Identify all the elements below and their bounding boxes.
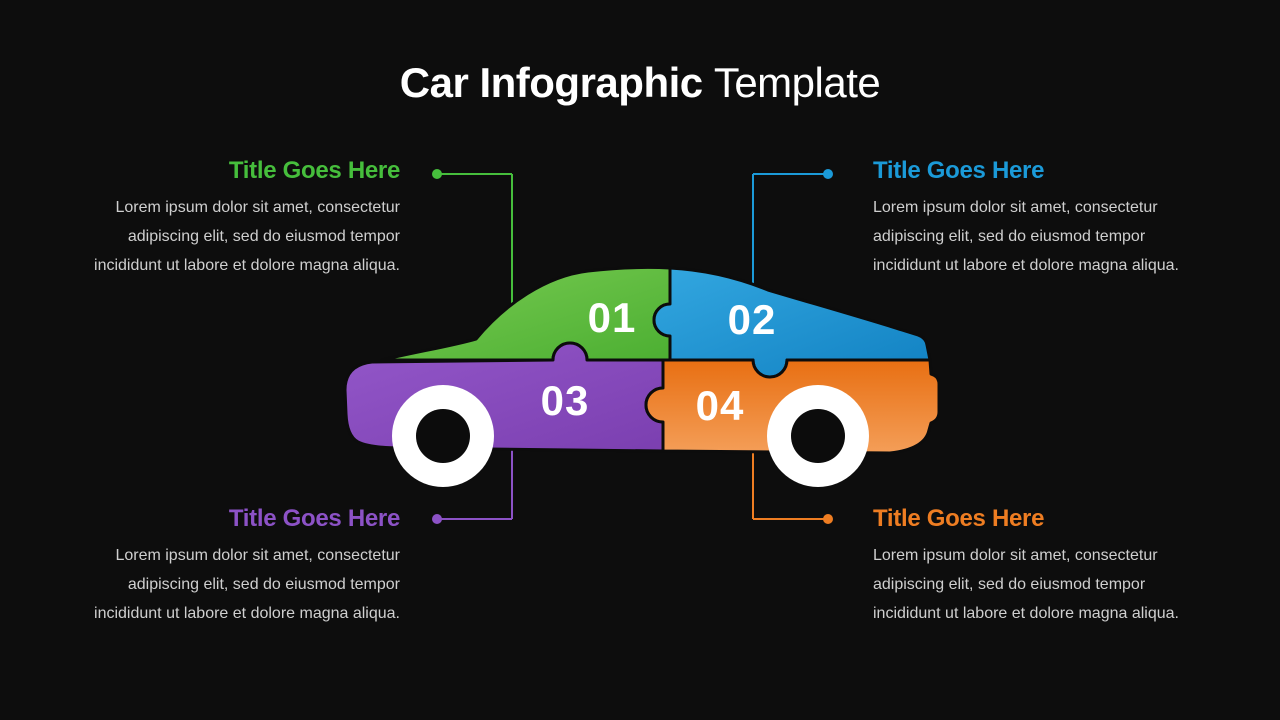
body-line: Lorem ipsum dolor sit amet, consectetur [873, 199, 1158, 216]
body-line: incididunt ut labore et dolore magna ali… [873, 604, 1179, 622]
body-line: incididunt ut labore et dolore magna ali… [873, 256, 1179, 274]
step-number-02: 02 [728, 296, 777, 343]
section-03-title: Title Goes Here [228, 505, 400, 532]
connector-hline-02 [753, 173, 828, 175]
body-line: Lorem ipsum dolor sit amet, consectetur [873, 547, 1158, 564]
section-01-body: Lorem ipsum dolor sit amet, consectetur … [60, 194, 400, 280]
rear-wheel [767, 385, 869, 487]
section-04-title: Title Goes Here [873, 505, 1045, 532]
front-wheel-hub [416, 409, 470, 463]
connector-hline-04 [753, 518, 828, 520]
connector-dot-02 [823, 169, 833, 179]
connector-vline-02 [752, 174, 754, 300]
section-02-body: Lorem ipsum dolor sit amet, consectetur … [873, 194, 1213, 280]
step-number-03: 03 [541, 377, 590, 424]
body-line: adipiscing elit, sed do eiusmod tempor [127, 227, 400, 245]
car-puzzle-graphic: 01 02 03 04 [340, 262, 941, 494]
section-03-text: Title Goes Here Lorem ipsum dolor sit am… [60, 503, 400, 628]
step-number-04: 04 [696, 382, 745, 429]
connector-vline-03 [511, 448, 513, 519]
rear-wheel-hub [791, 409, 845, 463]
section-04-text: Title Goes Here Lorem ipsum dolor sit am… [873, 503, 1213, 628]
page-title: Car Infographic Template [0, 58, 1280, 108]
section-02-text: Title Goes Here Lorem ipsum dolor sit am… [873, 155, 1213, 280]
body-line: incididunt ut labore et dolore magna ali… [94, 604, 400, 622]
page-title-bold: Car Infographic [399, 59, 703, 106]
body-line: incididunt ut labore et dolore magna ali… [94, 256, 400, 274]
body-line: adipiscing elit, sed do eiusmod tempor [873, 227, 1146, 245]
connector-dot-04 [823, 514, 833, 524]
connector-hline-03 [437, 518, 512, 520]
section-01-text: Title Goes Here Lorem ipsum dolor sit am… [60, 155, 400, 280]
connector-vline-01 [511, 174, 513, 326]
connector-hline-01 [437, 173, 512, 175]
section-02-title: Title Goes Here [873, 157, 1045, 184]
page-title-light: Template [713, 59, 881, 106]
body-line: Lorem ipsum dolor sit amet, consectetur [115, 547, 400, 564]
car-svg: 01 02 03 04 [343, 265, 941, 487]
body-line: Lorem ipsum dolor sit amet, consectetur [115, 199, 400, 216]
section-01-title: Title Goes Here [228, 157, 400, 184]
connector-vline-04 [752, 444, 754, 519]
step-number-01: 01 [588, 294, 637, 341]
section-03-body: Lorem ipsum dolor sit amet, consectetur … [60, 542, 400, 628]
section-04-body: Lorem ipsum dolor sit amet, consectetur … [873, 542, 1213, 628]
body-line: adipiscing elit, sed do eiusmod tempor [127, 575, 400, 593]
body-line: adipiscing elit, sed do eiusmod tempor [873, 575, 1146, 593]
front-wheel [392, 385, 494, 487]
